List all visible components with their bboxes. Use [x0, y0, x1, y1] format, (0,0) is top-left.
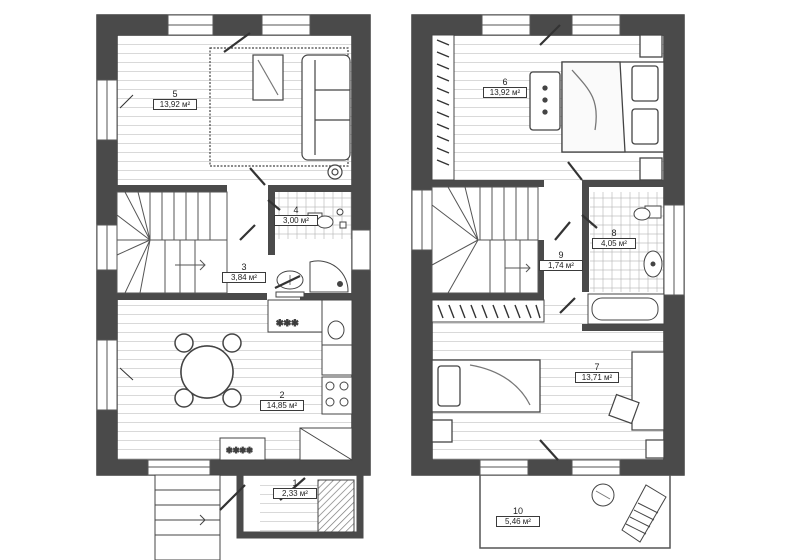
room-label: 3 3,84 м² [222, 262, 266, 283]
double-bed [529, 34, 665, 181]
room-number: 7 [594, 362, 600, 372]
staircase-first-floor [116, 191, 228, 294]
entrance-area [154, 474, 364, 560]
wardrobe-room-7 [431, 299, 545, 323]
interior-wall-5 [300, 293, 352, 300]
room-number: 10 [512, 506, 523, 516]
single-bed [431, 359, 541, 443]
room-number: 9 [558, 250, 564, 260]
room-area: 3,84 м² [222, 272, 266, 283]
room-label: 4 3,00 м² [274, 205, 318, 226]
room-number: 1 [292, 478, 298, 488]
room-number: 8 [611, 228, 617, 238]
room-area: 4,05 м² [592, 238, 636, 249]
room-label: 1 2,33 м² [273, 478, 317, 499]
interior-wall-4 [117, 293, 267, 300]
room-area: 2,33 м² [273, 488, 317, 499]
room-label: 7 13,71 м² [575, 362, 619, 383]
room-number: 3 [241, 262, 247, 272]
second-floor [411, 14, 685, 549]
room-area: 3,00 м² [274, 215, 318, 226]
balcony [479, 475, 671, 549]
dining-table [174, 333, 242, 408]
room-area: 14,85 м² [260, 400, 304, 411]
wall-north-left [97, 15, 370, 35]
room-number: 5 [172, 89, 178, 99]
bathroom-8-fixtures [587, 205, 665, 325]
wall-south [97, 460, 370, 475]
kitchen-units: ✱✱✱ ✱✱✱✱ [219, 299, 353, 461]
doors-second-floor [539, 24, 598, 461]
room-label: 8 4,05 м² [592, 228, 636, 249]
room-label: 9 1,74 м² [539, 250, 583, 271]
room-number: 2 [279, 390, 285, 400]
room-number: 6 [502, 77, 508, 87]
room-label: 2 14,85 м² [260, 390, 304, 411]
shower-sink-hall-3 [275, 260, 349, 298]
desk-chair [608, 351, 665, 459]
first-floor: ✱✱✱ ✱✱✱✱ [96, 14, 371, 560]
interior-wall-3 [268, 185, 275, 255]
window-east-1 [351, 229, 371, 271]
room-area: 5,46 м² [496, 516, 540, 527]
room-area: 13,71 м² [575, 372, 619, 383]
wardrobe-room-6 [431, 34, 455, 181]
interior-wall-2 [268, 185, 352, 192]
room-label: 5 13,92 м² [153, 89, 197, 110]
room-number: 4 [293, 205, 299, 215]
room-label: 10 5,46 м² [496, 506, 540, 527]
room-area: 13,92 м² [153, 99, 197, 110]
room-label: 6 13,92 м² [483, 77, 527, 98]
interior-wall-1 [117, 185, 227, 192]
svg-text:✱✱✱: ✱✱✱ [276, 318, 299, 328]
svg-text:✱✱✱✱: ✱✱✱✱ [226, 446, 253, 455]
staircase-second-floor [431, 186, 539, 294]
room-area: 13,92 м² [483, 87, 527, 98]
room-area: 1,74 м² [539, 260, 583, 271]
sofa-bed-room-5 [209, 47, 351, 180]
